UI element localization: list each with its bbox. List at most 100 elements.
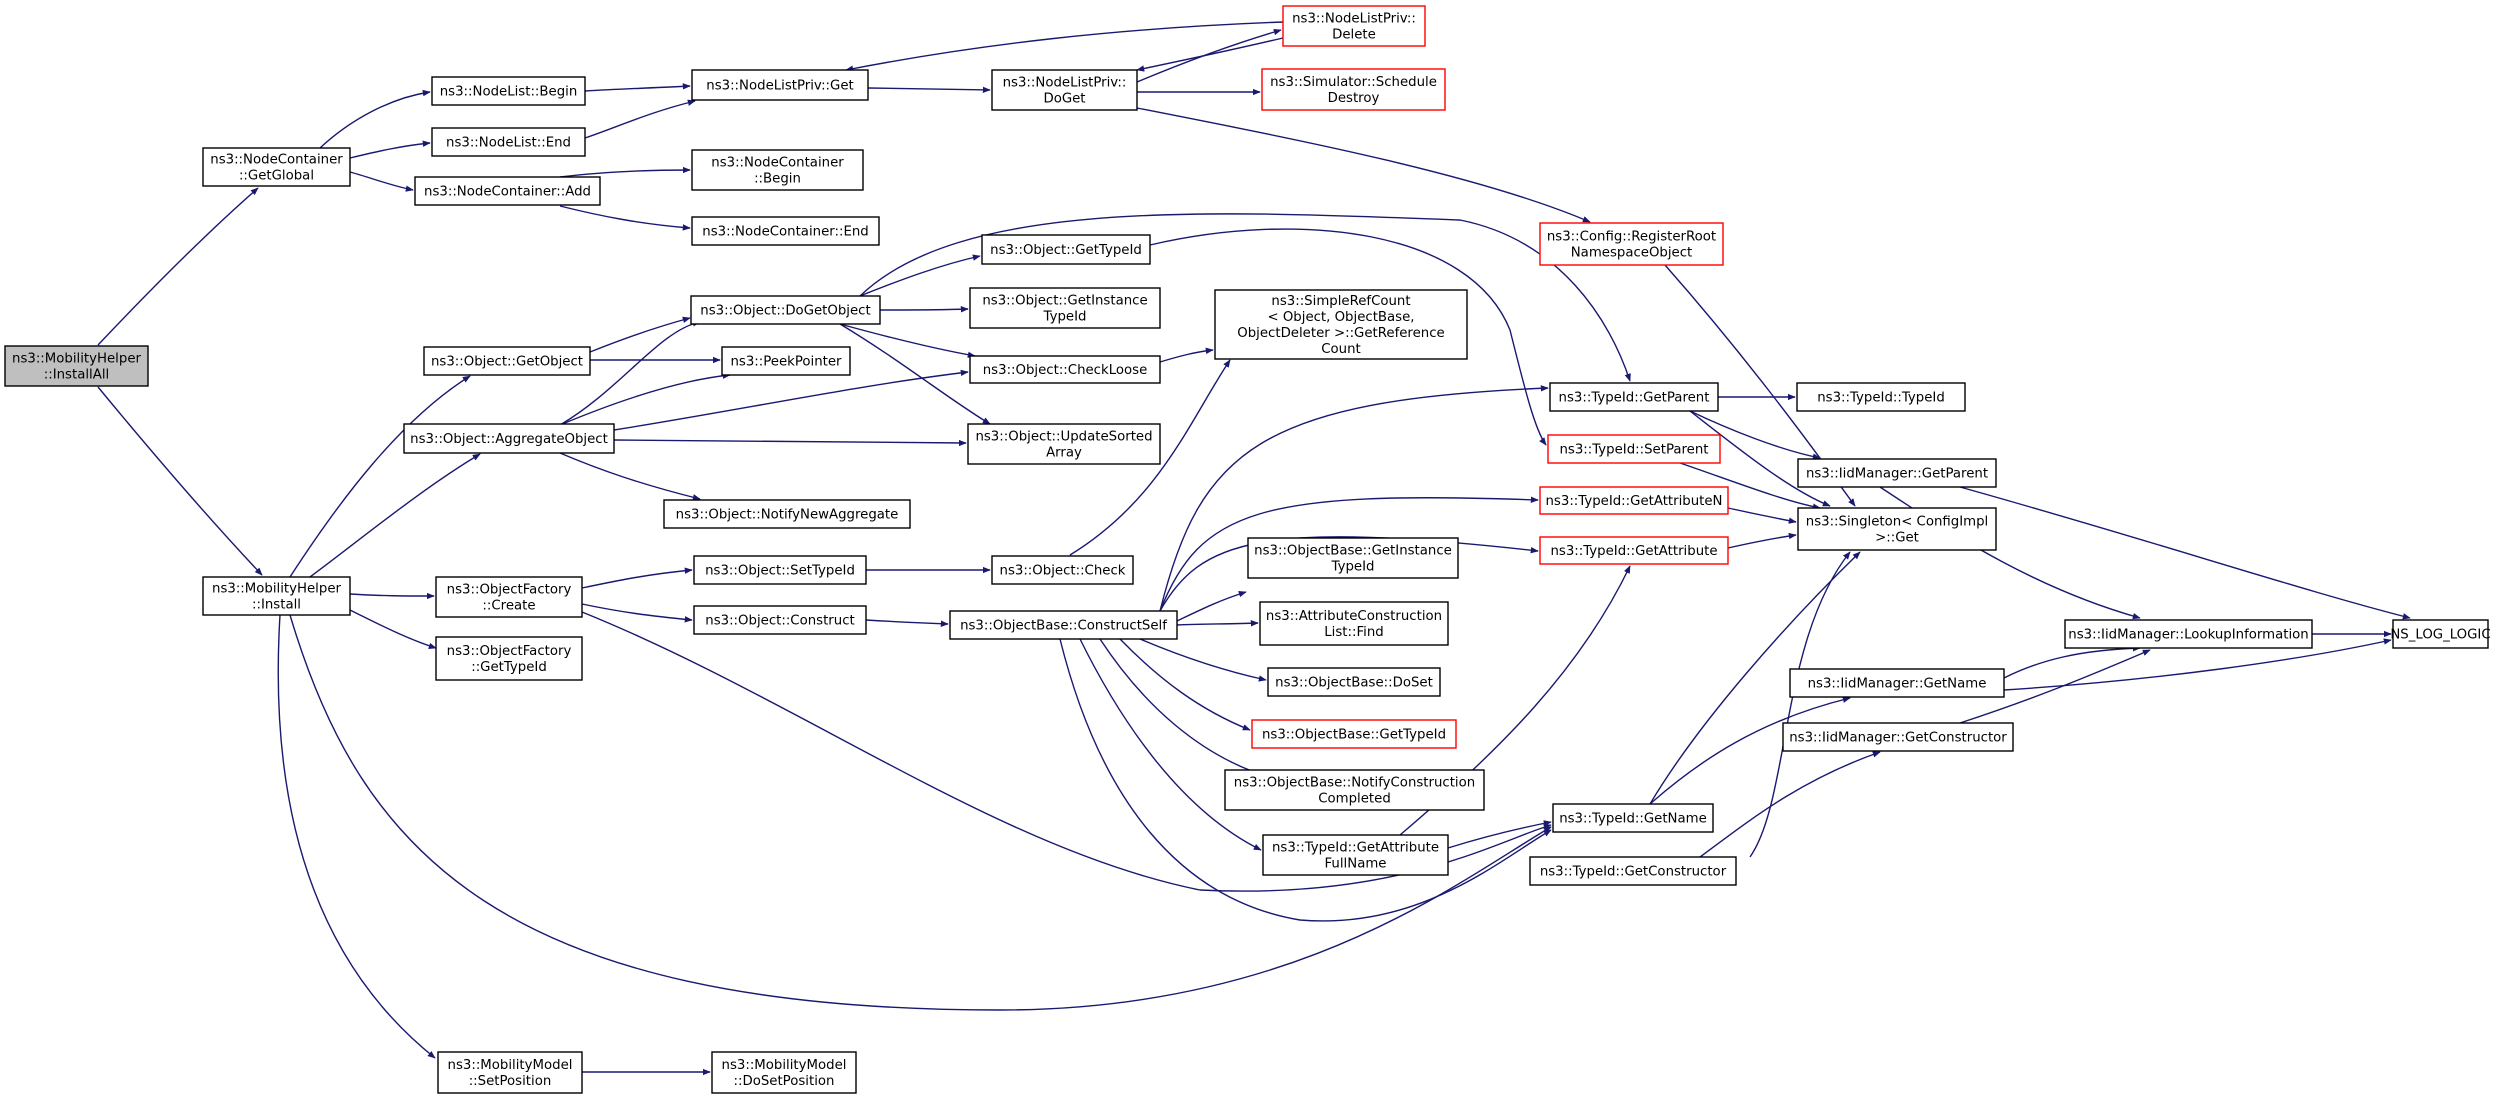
node-label: ns3::ObjectBase::DoSet <box>1275 676 1433 691</box>
node-box <box>691 149 864 191</box>
node-obGetTypeId[interactable]: ns3::ObjectBase::GetTypeId <box>1251 719 1457 749</box>
node-obDoSet[interactable]: ns3::ObjectBase::DoSet <box>1267 667 1441 697</box>
edge-nlpDoGet-to-nlpDelete <box>1136 28 1282 83</box>
node-box <box>431 76 586 106</box>
edge-mhInstall-to-tidGetName <box>289 614 1552 1011</box>
node-iidGetName[interactable]: ns3::IidManager::GetName <box>1789 668 2005 698</box>
node-label: ns3::MobilityHelper <box>12 352 141 367</box>
node-peekPointer[interactable]: ns3::PeekPointer <box>721 346 851 376</box>
node-label: ns3::NodeListPriv:: <box>1292 12 1416 27</box>
node-mmDoSetPosition[interactable]: ns3::MobilityModel::DoSetPosition <box>711 1051 857 1094</box>
edge-path <box>859 213 1631 382</box>
node-box <box>1247 537 1459 579</box>
node-label: ns3::Object::GetInstance <box>982 294 1147 309</box>
node-label: ns3::IidManager::LookupInformation <box>2068 628 2308 643</box>
edge-objDoGetObject-to-objCheckLoose <box>839 323 976 358</box>
node-box <box>663 499 911 529</box>
node-tidTypeId[interactable]: ns3::TypeId::TypeId <box>1796 382 1966 412</box>
edge-obConstructSelf-to-tidGetAttrN <box>1159 496 1539 612</box>
node-iidGetConstructor[interactable]: ns3::IidManager::GetConstructor <box>1782 722 2014 752</box>
node-nlEnd[interactable]: ns3::NodeList::End <box>431 127 586 157</box>
node-objNotifyNewAgg[interactable]: ns3::Object::NotifyNewAggregate <box>663 499 911 529</box>
node-tidGetAttrN[interactable]: ns3::TypeId::GetAttributeN <box>1539 486 1729 515</box>
edge-tidGetName-to-iidGetName <box>1649 696 1851 805</box>
node-objGetTypeId[interactable]: ns3::Object::GetTypeId <box>981 234 1151 265</box>
node-ncBegin[interactable]: ns3::NodeContainer::Begin <box>691 149 864 191</box>
node-objCheck[interactable]: ns3::Object::Check <box>991 555 1134 585</box>
node-objCheckLoose[interactable]: ns3::Object::CheckLoose <box>969 355 1161 384</box>
edge-tidGetAttr-to-singletonGet <box>1727 532 1797 549</box>
node-nsLogLogic[interactable]: NS_LOG_LOGIC <box>2390 619 2491 649</box>
edge-nlBegin-to-nlpGet <box>584 83 691 92</box>
node-label: ns3::Object::NotifyNewAggregate <box>676 508 899 523</box>
node-label: ::InstallAll <box>44 368 109 383</box>
edge-path <box>1136 37 1284 72</box>
edge-path <box>1069 359 1231 556</box>
edge-path <box>584 99 696 139</box>
edge-path <box>1447 820 1552 849</box>
node-label: ::Begin <box>754 172 801 187</box>
node-ncGetGlobal[interactable]: ns3::NodeContainer::GetGlobal <box>202 147 351 187</box>
node-ncAdd[interactable]: ns3::NodeContainer::Add <box>414 176 601 206</box>
node-box <box>1251 719 1457 749</box>
node-box <box>1549 382 1719 412</box>
node-label: ::GetGlobal <box>239 169 314 184</box>
edge-path <box>1959 486 2411 620</box>
node-nlBegin[interactable]: ns3::NodeList::Begin <box>431 76 586 106</box>
node-label: ::SetPosition <box>469 1074 552 1089</box>
edge-ncGetGlobal-to-ncAdd <box>349 171 414 192</box>
node-objAggregate[interactable]: ns3::Object::AggregateObject <box>403 423 615 454</box>
edge-iidGetName-to-iidLookup <box>2003 645 2141 679</box>
node-label: ns3::ObjectBase::GetInstance <box>1254 544 1452 559</box>
node-box <box>1539 222 1724 266</box>
node-label: ns3::Object::AggregateObject <box>410 432 608 447</box>
node-tidGetName[interactable]: ns3::TypeId::GetName <box>1552 803 1714 833</box>
node-box <box>969 355 1161 384</box>
node-nlpDelete[interactable]: ns3::NodeListPriv::Delete <box>1282 5 1426 47</box>
node-ncEnd[interactable]: ns3::NodeContainer::End <box>691 216 880 246</box>
node-iidLookup[interactable]: ns3::IidManager::LookupInformation <box>2064 619 2313 649</box>
node-box <box>414 176 601 206</box>
edge-path <box>1136 28 1282 83</box>
node-iidGetParent[interactable]: ns3::IidManager::GetParent <box>1797 458 1997 488</box>
node-mmSetPosition[interactable]: ns3::MobilityModel::SetPosition <box>437 1051 583 1094</box>
edge-path <box>839 323 991 425</box>
node-box <box>1797 458 1997 488</box>
edge-path <box>867 86 991 94</box>
node-singletonGet[interactable]: ns3::Singleton< ConfigImpl>::Get <box>1797 507 1997 551</box>
edge-root-to-ncGetGlobal <box>97 187 259 346</box>
node-objConstruct[interactable]: ns3::Object::Construct <box>693 605 867 635</box>
node-label: Count <box>1321 342 1361 357</box>
node-root[interactable]: ns3::MobilityHelper::InstallAll <box>4 345 149 387</box>
node-objSetTypeId[interactable]: ns3::Object::SetTypeId <box>693 555 867 585</box>
node-obConstructSelf[interactable]: ns3::ObjectBase::ConstructSelf <box>949 610 1178 640</box>
edge-path <box>559 166 691 178</box>
node-box <box>711 1051 857 1094</box>
node-label: ::DoSetPosition <box>734 1074 835 1089</box>
node-ofGetTypeId[interactable]: ns3::ObjectFactory::GetTypeId <box>435 636 583 681</box>
node-objDoGetObject[interactable]: ns3::Object::DoGetObject <box>690 295 881 325</box>
node-tidGetParent[interactable]: ns3::TypeId::GetParent <box>1549 382 1719 412</box>
node-srcGetRefCount[interactable]: ns3::SimpleRefCount< Object, ObjectBase,… <box>1214 289 1468 360</box>
edge-objGetTypeId-to-tidSetParent <box>1149 228 1547 446</box>
node-mhInstall[interactable]: ns3::MobilityHelper::Install <box>202 576 351 616</box>
node-label: FullName <box>1325 857 1387 872</box>
node-nlpGet[interactable]: ns3::NodeListPriv::Get <box>691 69 869 101</box>
node-label: ns3::Object::Check <box>1000 564 1126 579</box>
node-nlpDoGet[interactable]: ns3::NodeListPriv::DoGet <box>991 69 1138 111</box>
node-tidGetConstructor[interactable]: ns3::TypeId::GetConstructor <box>1529 856 1737 886</box>
node-box <box>1552 803 1714 833</box>
node-label: ns3::TypeId::GetName <box>1559 812 1707 827</box>
node-obNotifyConstr[interactable]: ns3::ObjectBase::NotifyConstructionCompl… <box>1224 769 1485 811</box>
node-tidGetAttr[interactable]: ns3::TypeId::GetAttribute <box>1539 536 1729 565</box>
node-ofCreate[interactable]: ns3::ObjectFactory::Create <box>435 576 583 618</box>
node-objGetObject[interactable]: ns3::Object::GetObject <box>423 346 591 376</box>
node-tidSetParent[interactable]: ns3::TypeId::SetParent <box>1547 434 1721 464</box>
